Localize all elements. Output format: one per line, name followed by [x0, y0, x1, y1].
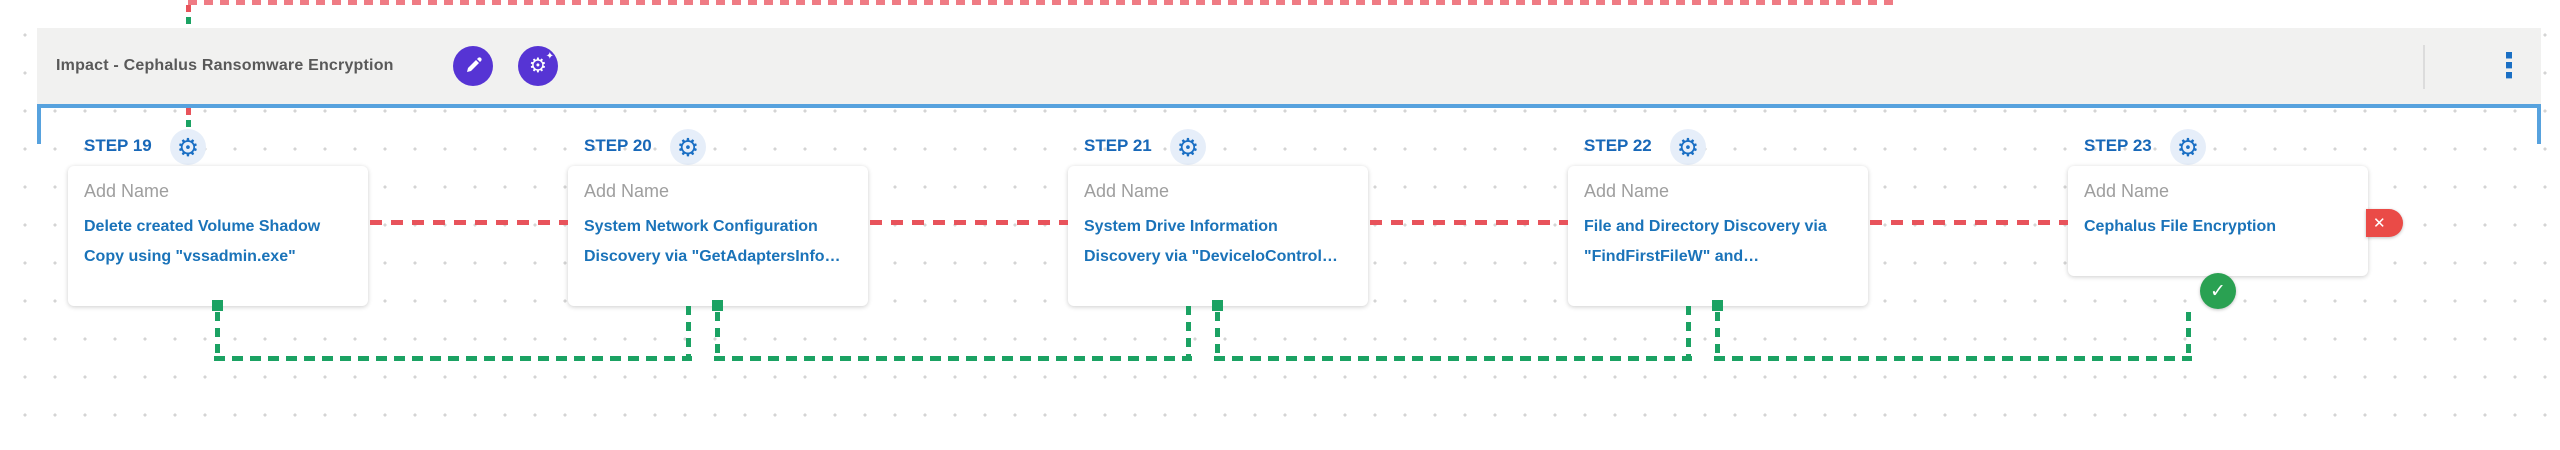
step-settings-button[interactable]: ⚙: [1670, 129, 1706, 165]
group-header: Impact - Cephalus Ransomware Encryption …: [37, 28, 2541, 104]
incoming-connector-stub-top: [186, 5, 191, 29]
gear-icon: ⚙: [1676, 132, 1700, 162]
pencil-icon: [467, 57, 482, 72]
green-connector-up: [686, 306, 691, 358]
add-name-field[interactable]: Add Name: [1584, 181, 1670, 201]
connector-anchor: [1212, 300, 1223, 311]
action-link[interactable]: Cephalus File Encryption: [2084, 218, 2277, 235]
gear-icon: ⚙: [529, 53, 547, 77]
green-connector-up: [1686, 306, 1691, 358]
add-name-field[interactable]: Add Name: [1084, 181, 1170, 201]
step-settings-button[interactable]: ⚙: [1170, 129, 1206, 165]
cross-icon: ✕: [2373, 214, 2386, 232]
green-connector-up: [1186, 306, 1191, 358]
passed-badge: ✓: [2200, 273, 2236, 309]
green-connector: [1714, 356, 2192, 361]
step-label: STEP 22: [1584, 136, 1652, 155]
add-name-field[interactable]: Add Name: [2084, 181, 2170, 201]
step-settings-button[interactable]: ⚙: [670, 129, 706, 165]
green-connector-down: [215, 312, 220, 358]
green-connector-down: [715, 312, 720, 358]
red-connector: [1370, 220, 1568, 225]
blocked-badge[interactable]: ✕: [2366, 209, 2403, 237]
header-divider: [2423, 45, 2425, 89]
action-link[interactable]: System Network Configuration Discovery v…: [584, 218, 841, 265]
gear-icon: ⚙: [676, 132, 700, 162]
connector-anchor: [212, 300, 223, 311]
green-connector-down: [1215, 312, 1220, 358]
more-options-button[interactable]: ⋮: [2492, 46, 2526, 86]
step-label: STEP 19: [84, 136, 152, 155]
action-link[interactable]: Delete created Volume Shadow Copy using …: [84, 218, 321, 265]
step-card[interactable]: Add Name System Drive Information Discov…: [1068, 166, 1368, 306]
connector-anchor: [1712, 300, 1723, 311]
sparkle-icon: ✦: [545, 51, 554, 62]
step-label: STEP 23: [2084, 136, 2152, 155]
green-connector: [214, 356, 692, 361]
step-card[interactable]: Add Name Cephalus File Encryption: [2068, 166, 2368, 276]
red-connector: [1870, 220, 2068, 225]
step-card[interactable]: Add Name Delete created Volume Shadow Co…: [68, 166, 368, 306]
edit-button[interactable]: [453, 46, 493, 86]
red-connector: [870, 220, 1068, 225]
action-link[interactable]: File and Directory Discovery via "FindFi…: [1584, 218, 1827, 265]
gear-icon: ⚙: [1176, 132, 1200, 162]
action-link[interactable]: System Drive Information Discovery via "…: [1084, 218, 1338, 265]
gear-icon: ⚙: [176, 132, 200, 162]
step-card[interactable]: Add Name File and Directory Discovery vi…: [1568, 166, 1868, 306]
green-connector-up: [2186, 312, 2191, 358]
selection-border-top: [37, 104, 2541, 108]
incoming-red-connector: [188, 0, 1898, 5]
add-name-field[interactable]: Add Name: [84, 181, 170, 201]
selection-border-left: [37, 104, 41, 144]
connector-anchor: [712, 300, 723, 311]
check-icon: ✓: [2210, 280, 2226, 302]
step-label: STEP 21: [1084, 136, 1152, 155]
selection-border-right: [2537, 104, 2541, 144]
add-name-field[interactable]: Add Name: [584, 181, 670, 201]
group-title: Impact - Cephalus Ransomware Encryption: [56, 57, 394, 74]
green-connector-down: [1715, 312, 1720, 358]
step-settings-button[interactable]: ⚙: [2170, 129, 2206, 165]
green-connector: [1214, 356, 1692, 361]
green-connector: [714, 356, 1192, 361]
step-settings-button[interactable]: ⚙: [170, 129, 206, 165]
step-label: STEP 20: [584, 136, 652, 155]
step-card[interactable]: Add Name System Network Configuration Di…: [568, 166, 868, 306]
red-connector: [370, 220, 568, 225]
auto-settings-button[interactable]: ⚙ ✦: [518, 46, 558, 86]
gear-icon: ⚙: [2176, 132, 2200, 162]
